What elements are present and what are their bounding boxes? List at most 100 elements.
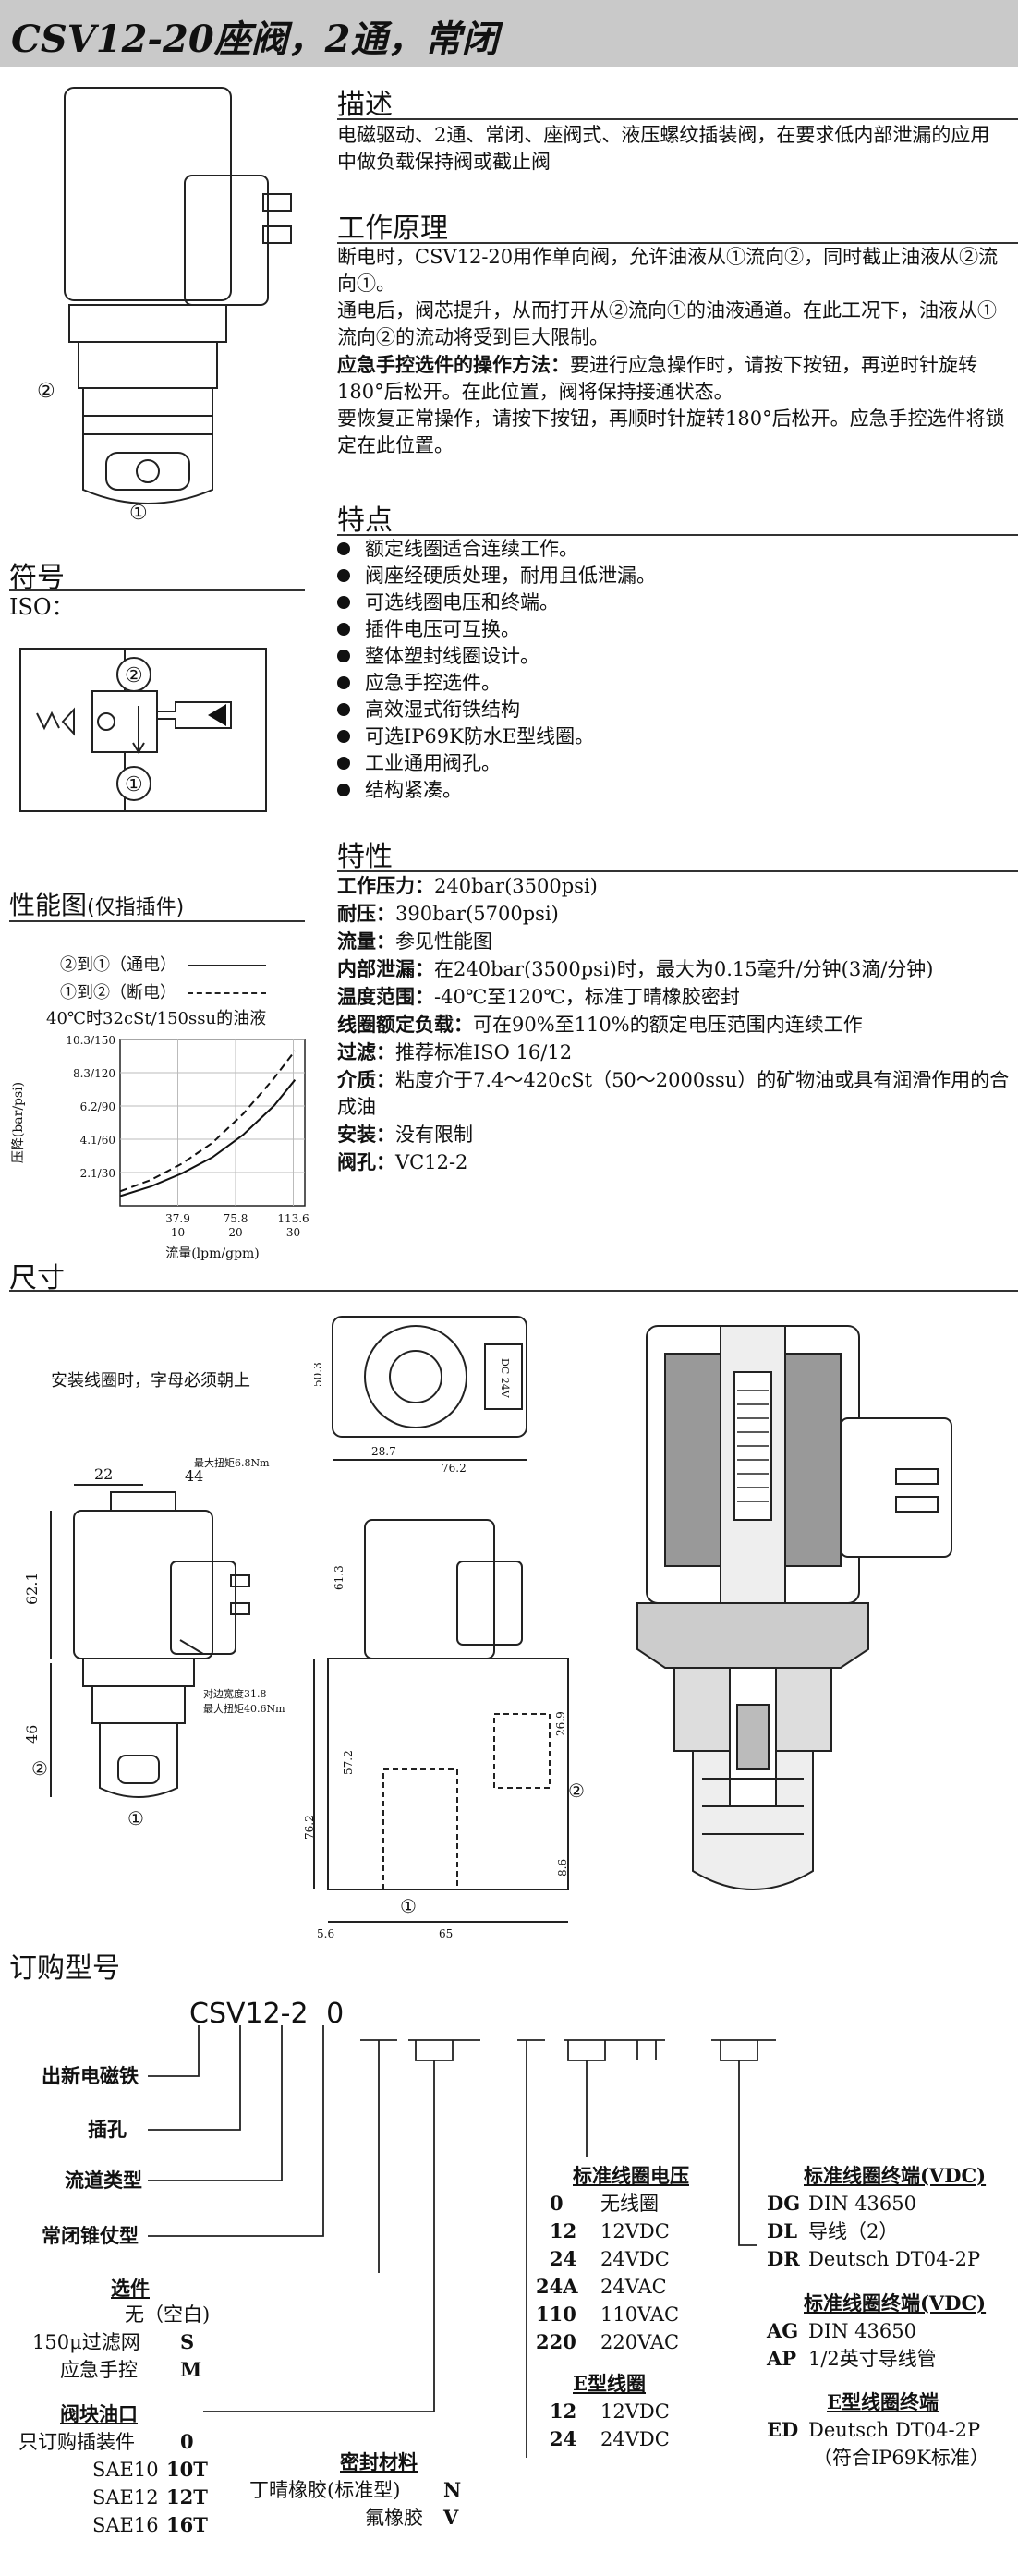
dim-46: 46 <box>23 1725 41 1744</box>
e-voltage-name: 12VDC <box>600 2400 670 2423</box>
voltage-code: 0 <box>550 2192 564 2215</box>
voltage-heading: 标准线圈电压 <box>573 2164 689 2187</box>
principle-p3-label: 应急手控选件的操作方法： <box>337 353 570 376</box>
term-code: ED <box>767 2418 799 2441</box>
term-name: DIN 43650 <box>808 2193 916 2215</box>
voltage-code: 220 <box>536 2330 576 2353</box>
series-line-energized <box>119 1079 297 1197</box>
dim-56: 5.6 <box>317 1927 334 1940</box>
symbol-port-1: ① <box>125 773 143 796</box>
valve-image: ② ① <box>37 87 292 525</box>
term-dc-heading: 标准线圈终端(VDC) <box>804 2164 987 2187</box>
spec-row: 安装：没有限制 <box>337 1121 1012 1148</box>
chart-ytick-label: 10.3/150 <box>66 1034 115 1047</box>
term-code: DG <box>767 2192 801 2215</box>
voltage-code: 12 <box>550 2219 577 2242</box>
spec-row: 过滤：推荐标准ISO 16/12 <box>337 1039 1012 1066</box>
chart-xtick-label: 113.6 <box>277 1212 309 1225</box>
feature-item: 可选线圈电压和终端。 <box>337 589 1002 616</box>
voltage-name: 无线圈 <box>600 2193 659 2215</box>
term-code: AG <box>767 2319 799 2342</box>
chart-ytick-label: 8.3/120 <box>73 1067 115 1080</box>
spec-label: 温度范围： <box>337 985 434 1008</box>
option-name: 150μ过滤网 <box>32 2331 140 2353</box>
symbol-port-2: ② <box>125 664 143 687</box>
seal-name: 氟橡胶 <box>365 2507 423 2529</box>
dim-hex-2: 最大扭矩40.6Nm <box>203 1702 285 1715</box>
seals-heading: 密封材料 <box>340 2450 418 2473</box>
symbol-rule <box>9 589 305 591</box>
spec-value: 在240bar(3500psi)时，最大为0.15毫升/分钟(3滴/分钟) <box>434 958 934 980</box>
specs-heading: 特性 <box>337 841 393 873</box>
term-name: DIN 43650 <box>808 2320 916 2342</box>
spec-label: 内部泄漏： <box>337 957 434 980</box>
feature-item: 插件电压可互换。 <box>337 616 1002 643</box>
dim-57: 57.2 <box>342 1750 355 1775</box>
port-code: 12T <box>166 2485 208 2509</box>
port-code: 16T <box>166 2513 208 2536</box>
spec-label: 耐压： <box>337 902 395 925</box>
e-coil-heading: E型线圈 <box>573 2372 647 2395</box>
term-name: 1/2英寸导线管 <box>808 2348 937 2370</box>
voltage-code: 24A <box>536 2275 578 2298</box>
ordering-left-label-2: 流道类型 <box>65 2169 142 2192</box>
e-voltage-name: 24VDC <box>600 2428 670 2450</box>
performance-title-note: (仅指插件) <box>87 896 185 919</box>
features-rule <box>337 534 1018 536</box>
option-name: 无（空白) <box>125 2303 211 2326</box>
ordering-lines <box>148 2025 776 2458</box>
iso-symbol: ② ① <box>19 648 267 812</box>
term-e-note: （符合IP69K标准） <box>813 2447 989 2469</box>
spec-label: 介质： <box>337 1068 395 1091</box>
legend-1-label: ②到①（通电） <box>60 955 176 975</box>
cross-section-drawing <box>636 1325 952 1890</box>
spec-row: 温度范围：-40℃至120℃，标准丁晴橡胶密封 <box>337 983 1012 1011</box>
spec-row: 内部泄漏：在240bar(3500psi)时，最大为0.15毫升/分钟(3滴/分… <box>337 955 1012 983</box>
legend-2-label: ①到②（断电） <box>60 983 176 1002</box>
spec-row: 阀孔：VC12-2 <box>337 1148 1012 1176</box>
performance-note: 40℃时32cSt/150ssu的油液 <box>46 1009 267 1028</box>
chart-xtick-label: 37.9 <box>165 1212 190 1225</box>
voltage-row-0: 0 无线圈 <box>550 2190 659 2218</box>
dim-50: 50.3 <box>314 1362 324 1387</box>
ordering-code-base: CSV12-2 <box>189 1998 309 2030</box>
voltage-name: 110VAC <box>600 2303 680 2326</box>
ordering-code-digit: 0 <box>326 1998 345 2030</box>
feature-item: 额定线圈适合连续工作。 <box>337 536 1002 563</box>
description-heading: 描述 <box>337 89 393 121</box>
principle-p2: 通电后，阀芯提升，从而打开从②流向①的油液通道。在此工况下，油液从①流向②的流动… <box>337 299 997 348</box>
dimension-drawing-side: 22 44 最大扭矩6.8Nm 62.1 46 对边宽度31.8 最大扭矩40.… <box>23 1456 285 1829</box>
dim-76b: 76.2 <box>303 1815 316 1840</box>
spec-label: 过滤： <box>337 1040 395 1063</box>
ordering-code: CSV12-2 0 <box>189 2000 344 2028</box>
chart-ytick-label: 6.2/90 <box>80 1100 115 1113</box>
valve-port-1: ① <box>129 502 148 525</box>
voltage-name: 24VDC <box>600 2248 670 2270</box>
valve-port-2: ② <box>37 380 55 403</box>
feature-item: 可选IP69K防水E型线圈。 <box>337 723 1002 750</box>
dimension-drawing-front: 61.3 76.2 57.2 26.9 8.6 5.6 65 ② ① <box>303 1519 585 1940</box>
voltage-name: 12VDC <box>600 2220 670 2242</box>
features-list: 额定线圈适合连续工作。 阀座经硬质处理，耐用且低泄漏。 可选线圈电压和终端。 插… <box>337 536 1002 804</box>
voltage-name: 220VAC <box>600 2331 680 2353</box>
spec-row: 线圈额定负载：可在90%至110%的额定电压范围内连续工作 <box>337 1011 1012 1039</box>
chart-xtick-label-secondary: 10 <box>171 1226 185 1239</box>
spec-value: 可在90%至110%的额定电压范围内连续工作 <box>473 1014 863 1036</box>
ordering-left-label-1: 插孔 <box>88 2118 127 2141</box>
dim-61: 61.3 <box>333 1565 345 1590</box>
chart-xlabel: 流量(lpm/gpm) <box>165 1246 260 1261</box>
spec-row: 介质：粘度介于7.4～420cSt（50～2000ssu）的矿物油或具有润滑作用… <box>337 1066 1012 1121</box>
dim-front-port-1: ① <box>400 1895 417 1917</box>
dim-front-port-2: ② <box>568 1780 585 1802</box>
dimension-drawing-top: DC 24V 50.3 28.7 76.2 <box>314 1316 527 1474</box>
